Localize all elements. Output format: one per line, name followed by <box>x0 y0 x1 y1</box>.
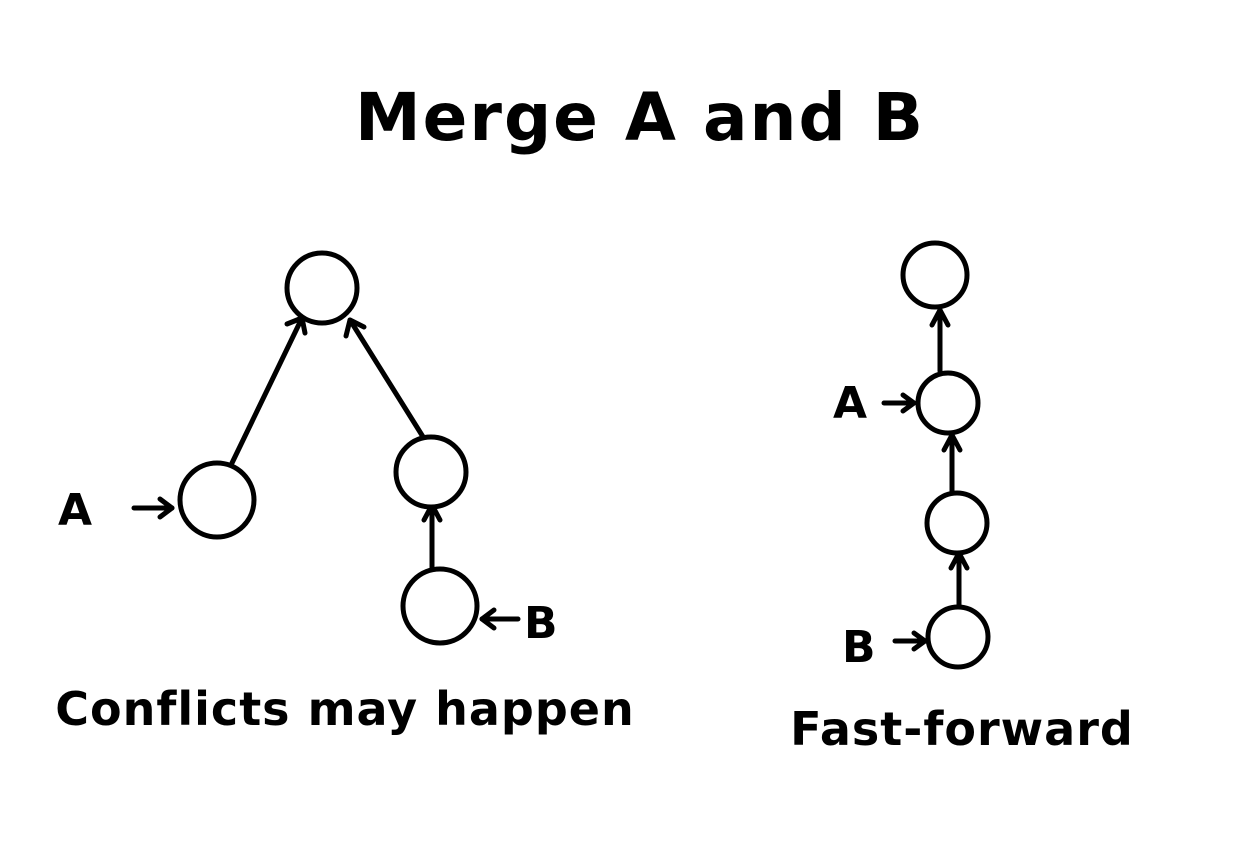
right-label-a: A <box>833 378 867 429</box>
right-pointer-a-arrowhead <box>900 392 917 414</box>
left-node-a <box>177 460 257 540</box>
right-node-b <box>925 604 991 670</box>
left-pointer-b-arrowhead <box>479 607 497 631</box>
left-arrowhead-mid-to-root <box>343 317 367 339</box>
left-node-root <box>284 250 360 326</box>
right-diagram: A B Fast-forward <box>790 240 1134 756</box>
right-arrowhead-a-to-top <box>929 307 951 328</box>
left-label-a: A <box>58 485 92 536</box>
left-node-b <box>400 566 480 646</box>
page-title: Merge A and B <box>355 79 925 156</box>
left-edge-a-to-root <box>229 315 305 466</box>
left-caption: Conflicts may happen <box>55 682 634 736</box>
left-label-b: B <box>524 598 558 649</box>
right-caption: Fast-forward <box>790 702 1134 756</box>
right-node-top <box>900 240 970 310</box>
right-pointer-b-arrowhead <box>911 630 928 652</box>
left-edge-mid-to-root <box>347 317 428 443</box>
right-node-a <box>915 370 981 436</box>
left-node-mid <box>393 434 469 510</box>
right-node-mid <box>924 490 990 556</box>
right-label-b: B <box>842 622 876 673</box>
left-pointer-a-arrowhead <box>157 496 175 520</box>
left-diagram: A B Conflicts may happen <box>55 250 634 736</box>
